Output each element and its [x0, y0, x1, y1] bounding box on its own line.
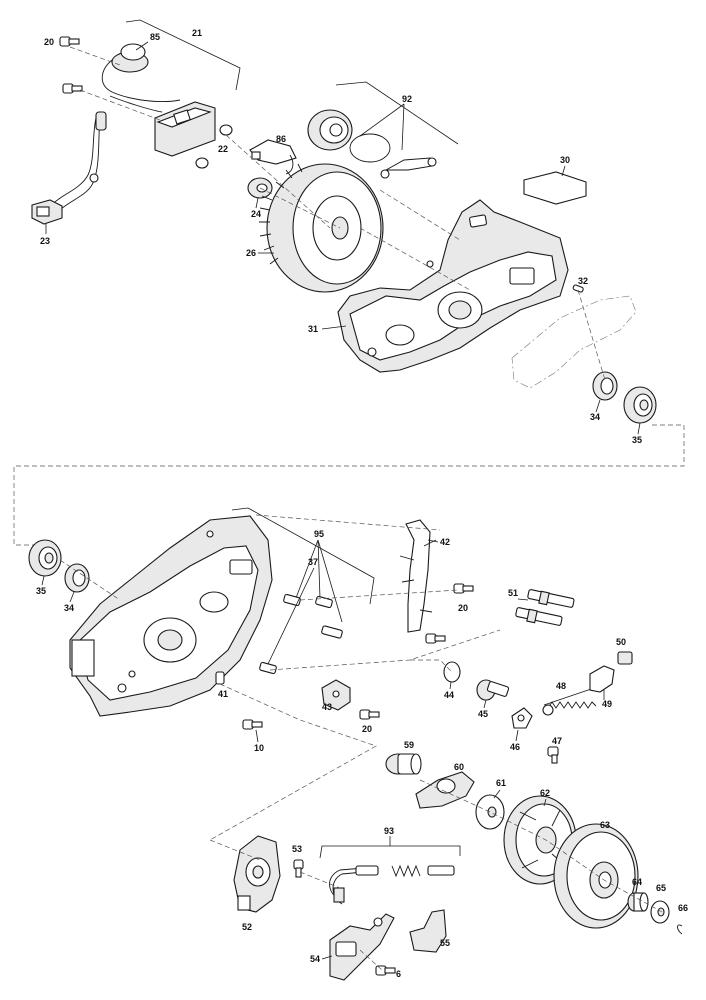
callout-49: 49: [602, 699, 612, 709]
screw-mid-2: [425, 633, 446, 644]
callout-20-top: 20: [44, 37, 54, 47]
screw-20-top: [59, 36, 80, 47]
callout-95: 95: [314, 529, 324, 539]
block-50: [617, 651, 633, 665]
callout-54: 54: [310, 954, 320, 964]
bracket-43: [321, 679, 351, 711]
needle-bearing-64: [627, 892, 649, 912]
oil-pump-54: [329, 913, 395, 981]
callout-35-top: 35: [632, 435, 642, 445]
callout-53: 53: [292, 844, 302, 854]
callout-6: 6: [396, 969, 401, 979]
bearing-35-left: [28, 539, 62, 577]
callout-59: 59: [404, 740, 414, 750]
tensioner-48-49: [542, 665, 615, 716]
callout-10: 10: [254, 743, 264, 753]
callout-37: 37: [308, 557, 318, 567]
callout-45: 45: [478, 709, 488, 719]
callout-60: 60: [454, 762, 464, 772]
callout-64: 64: [632, 877, 642, 887]
oil-pump-60: [415, 771, 475, 809]
washer-22b: [195, 157, 209, 169]
callout-20-low: 20: [362, 724, 372, 734]
starter-pulley-92: [307, 109, 437, 179]
pin-32: [572, 284, 584, 293]
callout-23: 23: [40, 236, 50, 246]
pin-41: [215, 671, 225, 685]
callout-43: 43: [322, 702, 332, 712]
callout-85: 85: [150, 32, 160, 42]
callout-66: 66: [678, 903, 688, 913]
bar-studs-51: [515, 589, 575, 626]
callout-92: 92: [402, 94, 412, 104]
callout-31: 31: [308, 324, 318, 334]
nut-24: [247, 177, 273, 199]
ignition-module: [109, 95, 216, 157]
callout-55: 55: [440, 938, 450, 948]
callout-26: 26: [246, 248, 256, 258]
bracket-55: [409, 909, 447, 953]
callout-34-left: 34: [64, 603, 74, 613]
crankcase-half: [69, 515, 273, 717]
housing-52: [233, 835, 281, 913]
callout-62: 62: [540, 788, 550, 798]
callout-20-mid: 20: [458, 603, 468, 613]
crankcase-31: [337, 199, 569, 373]
callout-24: 24: [251, 209, 261, 219]
worm-gear-45: [476, 679, 510, 701]
section-connector: [13, 424, 685, 546]
screw-6: [375, 965, 396, 976]
decal-30: [523, 171, 587, 205]
washer-65: [650, 900, 670, 924]
oil-seal-34-top: [592, 371, 618, 401]
studs-37: [259, 593, 343, 675]
callout-47: 47: [552, 736, 562, 746]
clutch-drum-63: [553, 823, 639, 929]
bracket-21: [125, 19, 241, 91]
oil-hose-93: [329, 864, 455, 905]
callout-61: 61: [496, 778, 506, 788]
callout-93: 93: [384, 826, 394, 836]
flywheel-26: [259, 163, 384, 293]
callout-86: 86: [276, 134, 286, 144]
tensioner-plate-46: [511, 707, 533, 729]
screw-20-mid: [453, 583, 474, 594]
oil-seal-34-left: [64, 563, 90, 593]
spacer-59: [385, 753, 422, 775]
screw-10: [242, 719, 263, 730]
callout-30: 30: [560, 155, 570, 165]
callout-52: 52: [242, 922, 252, 932]
callout-50: 50: [616, 637, 626, 647]
callout-48: 48: [556, 681, 566, 691]
pawl-86: [249, 139, 297, 175]
callout-21: 21: [192, 28, 202, 38]
callout-63: 63: [600, 820, 610, 830]
callout-65: 65: [656, 883, 666, 893]
callout-51: 51: [508, 588, 518, 598]
callout-41: 41: [218, 689, 228, 699]
washer-22a: [219, 124, 233, 136]
callout-34-top: 34: [590, 412, 600, 422]
brake-lever-42: [399, 519, 437, 633]
screw-53: [293, 859, 304, 878]
screw-20-low: [359, 709, 380, 720]
bearing-35-top: [623, 386, 657, 424]
stop-switch-23: [31, 111, 107, 225]
o-ring-44: [443, 661, 461, 683]
gasket: [511, 295, 637, 389]
callout-35-left: 35: [36, 586, 46, 596]
callout-42: 42: [440, 537, 450, 547]
spark-plug-boot-85: [101, 43, 181, 102]
e-clip-66: [677, 924, 683, 935]
callout-22: 22: [218, 144, 228, 154]
callout-44: 44: [444, 690, 454, 700]
screw-top-2: [62, 83, 83, 94]
screw-47: [547, 746, 559, 764]
callout-32: 32: [578, 276, 588, 286]
callout-46: 46: [510, 742, 520, 752]
